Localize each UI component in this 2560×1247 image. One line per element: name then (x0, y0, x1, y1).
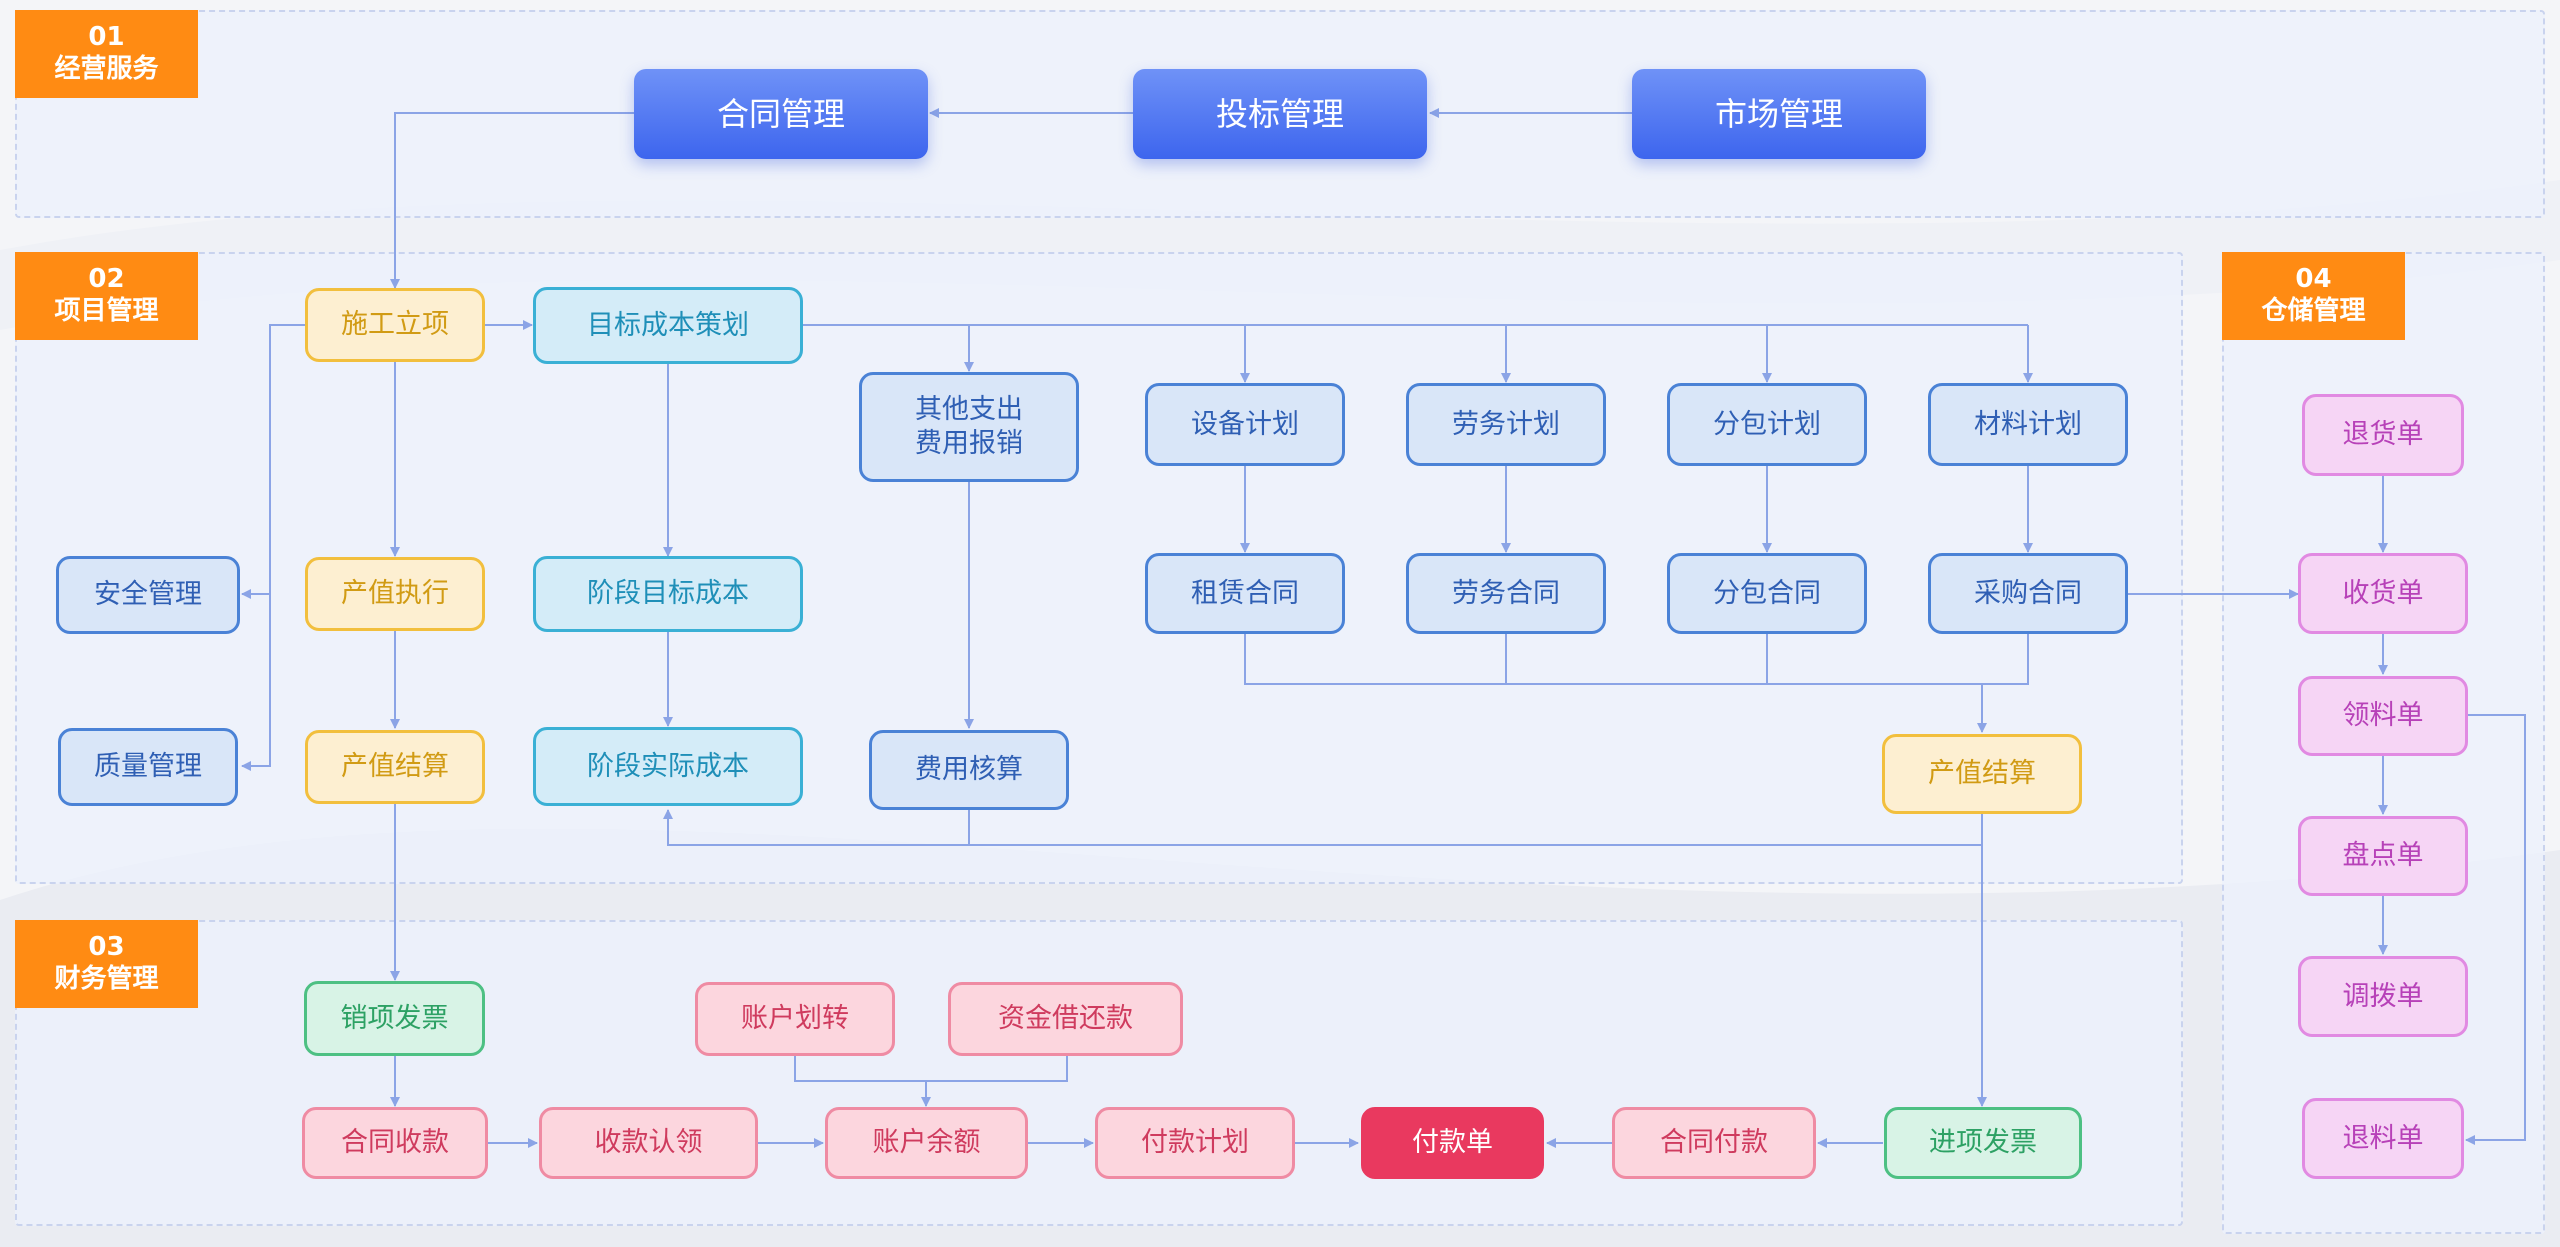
section-tag-04: 04 仓储管理 (2222, 252, 2405, 340)
section-number: 03 (88, 932, 125, 962)
equipment-plan-node[interactable]: 设备计划 (1145, 383, 1345, 466)
transfer-node[interactable]: 调拨单 (2298, 956, 2468, 1037)
subcontract-plan-node[interactable]: 分包计划 (1667, 383, 1867, 466)
section-title: 仓储管理 (2261, 296, 2366, 326)
section-number: 01 (88, 22, 125, 52)
labor-contract-node[interactable]: 劳务合同 (1406, 553, 1606, 634)
section-title: 项目管理 (54, 296, 159, 326)
output-settlement-node-left[interactable]: 产值结算 (305, 730, 485, 804)
safety-management-node[interactable]: 安全管理 (56, 556, 240, 634)
target-cost-planning-node[interactable]: 目标成本策划 (533, 287, 803, 364)
return-goods-node[interactable]: 退货单 (2302, 394, 2464, 476)
receive-goods-node[interactable]: 收货单 (2298, 553, 2468, 634)
section-tag-03: 03 财务管理 (15, 920, 198, 1008)
material-plan-node[interactable]: 材料计划 (1928, 383, 2128, 466)
quality-management-node[interactable]: 质量管理 (58, 728, 238, 806)
stage-target-cost-node[interactable]: 阶段目标成本 (533, 556, 803, 632)
account-balance-node[interactable]: 账户余额 (825, 1107, 1028, 1179)
material-return-node[interactable]: 退料单 (2302, 1098, 2464, 1179)
receipt-claim-node[interactable]: 收款认领 (539, 1107, 758, 1179)
section-title: 财务管理 (54, 964, 159, 994)
section-tag-01: 01 经营服务 (15, 10, 198, 98)
section-tag-02: 02 项目管理 (15, 252, 198, 340)
market-management-node[interactable]: 市场管理 (1632, 69, 1926, 159)
expense-accounting-node[interactable]: 费用核算 (869, 730, 1069, 810)
purchase-invoice-node[interactable]: 进项发票 (1884, 1107, 2082, 1179)
sales-invoice-node[interactable]: 销项发票 (304, 981, 485, 1056)
requisition-node[interactable]: 领料单 (2298, 676, 2468, 756)
output-execution-node[interactable]: 产值执行 (305, 557, 485, 631)
labor-plan-node[interactable]: 劳务计划 (1406, 383, 1606, 466)
fund-borrow-repay-node[interactable]: 资金借还款 (948, 982, 1183, 1056)
section-title: 经营服务 (54, 54, 159, 84)
purchase-contract-node[interactable]: 采购合同 (1928, 553, 2128, 634)
payment-order-node[interactable]: 付款单 (1361, 1107, 1544, 1179)
contract-receipt-node[interactable]: 合同收款 (302, 1107, 488, 1179)
account-transfer-node[interactable]: 账户划转 (695, 982, 895, 1056)
bid-management-node[interactable]: 投标管理 (1133, 69, 1427, 159)
construction-setup-node[interactable]: 施工立项 (305, 288, 485, 362)
other-expense-reimbursement-node[interactable]: 其他支出 费用报销 (859, 372, 1079, 482)
stage-actual-cost-node[interactable]: 阶段实际成本 (533, 727, 803, 806)
subcontract-contract-node[interactable]: 分包合同 (1667, 553, 1867, 634)
contract-management-node[interactable]: 合同管理 (634, 69, 928, 159)
payment-plan-node[interactable]: 付款计划 (1095, 1107, 1295, 1179)
stocktake-node[interactable]: 盘点单 (2298, 816, 2468, 896)
section-number: 02 (88, 264, 125, 294)
lease-contract-node[interactable]: 租赁合同 (1145, 553, 1345, 634)
contract-payment-node[interactable]: 合同付款 (1612, 1107, 1816, 1179)
output-settlement-node-right[interactable]: 产值结算 (1882, 734, 2082, 814)
section-number: 04 (2295, 264, 2332, 294)
